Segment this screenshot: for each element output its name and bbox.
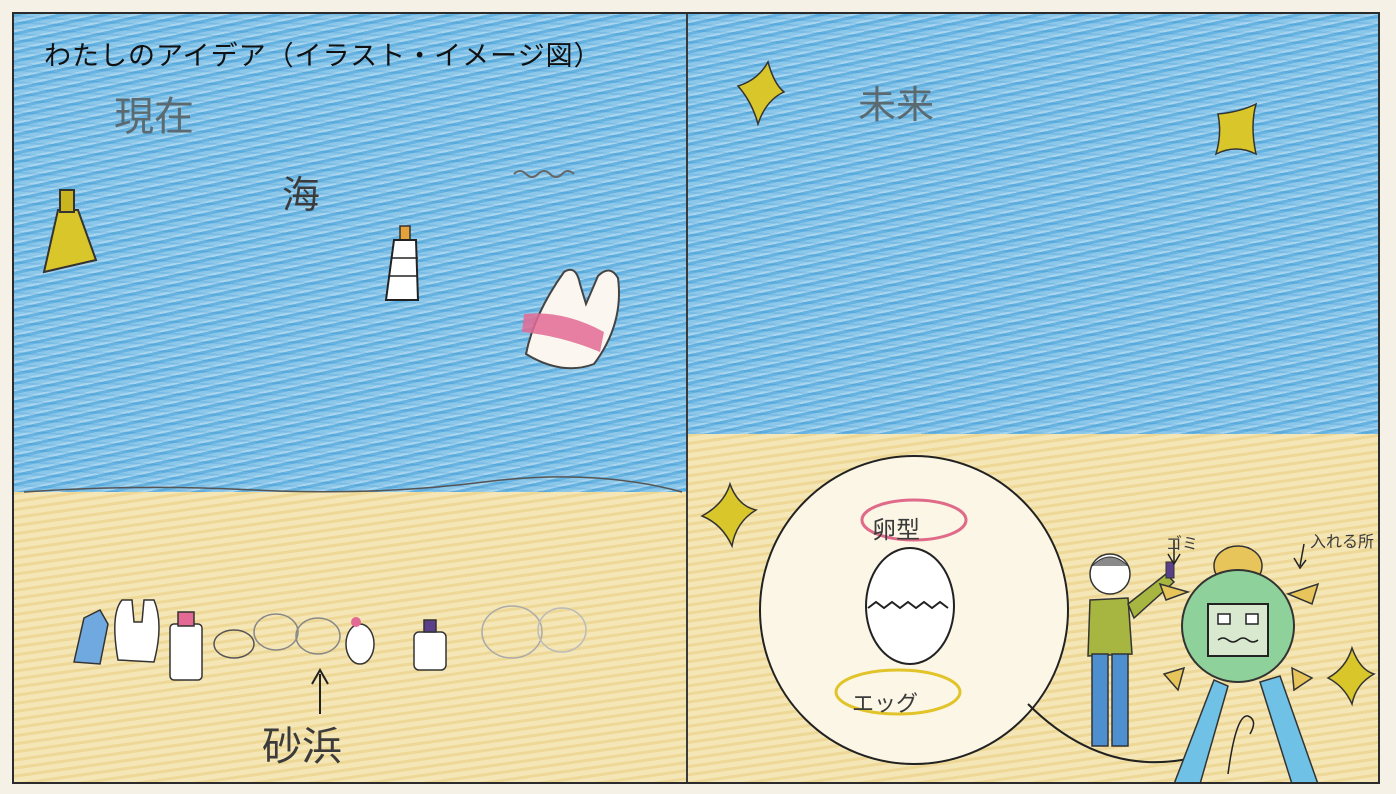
- arrow-down-icon: [1293, 543, 1307, 570]
- future-illustration: [700, 60, 1376, 782]
- future-panel: 未来 卵型 エッグ ゴミ 入れる所: [688, 14, 1378, 782]
- arrow-up-icon: [311, 667, 329, 714]
- drawing-frame: わたしのアイデア（イラスト・イメージ図） 現在 海 砂浜: [12, 12, 1380, 784]
- plastic-bag-icon: [522, 268, 620, 370]
- egg-icon: [865, 547, 955, 665]
- beach-trash: [73, 599, 587, 681]
- insert-slot-label: 入れる所: [1310, 532, 1375, 551]
- person-icon: [1087, 553, 1176, 747]
- bottle-icon: [384, 225, 420, 301]
- sea-area: [688, 14, 1378, 434]
- sea-area: [14, 14, 686, 492]
- present-panel: 現在 海 砂浜: [14, 14, 686, 782]
- sparkle-icon: [1214, 102, 1258, 156]
- future-heading: 未来: [858, 83, 935, 127]
- shoreline: [23, 476, 683, 493]
- egg-concept: [759, 455, 1069, 765]
- present-heading: 現在: [114, 94, 194, 140]
- panel-divider: [686, 14, 688, 782]
- sand-label: 砂浜: [262, 724, 342, 770]
- robot-icon: [1158, 545, 1320, 782]
- sparkle-icon: [42, 189, 98, 274]
- egg-name-label: エッグ: [852, 692, 919, 717]
- egg-shape-label: 卵型: [872, 516, 920, 544]
- sea-label: 海: [282, 173, 321, 217]
- arrow-down-icon: [1167, 540, 1181, 566]
- sparkle-icon: [700, 481, 758, 549]
- present-illustration: [23, 170, 683, 714]
- sparkle-icon: [1326, 645, 1376, 707]
- page-title: わたしのアイデア（イラスト・イメージ図）: [44, 41, 602, 72]
- sparkle-icon: [736, 60, 786, 127]
- trash-label: ゴミ: [1166, 534, 1199, 553]
